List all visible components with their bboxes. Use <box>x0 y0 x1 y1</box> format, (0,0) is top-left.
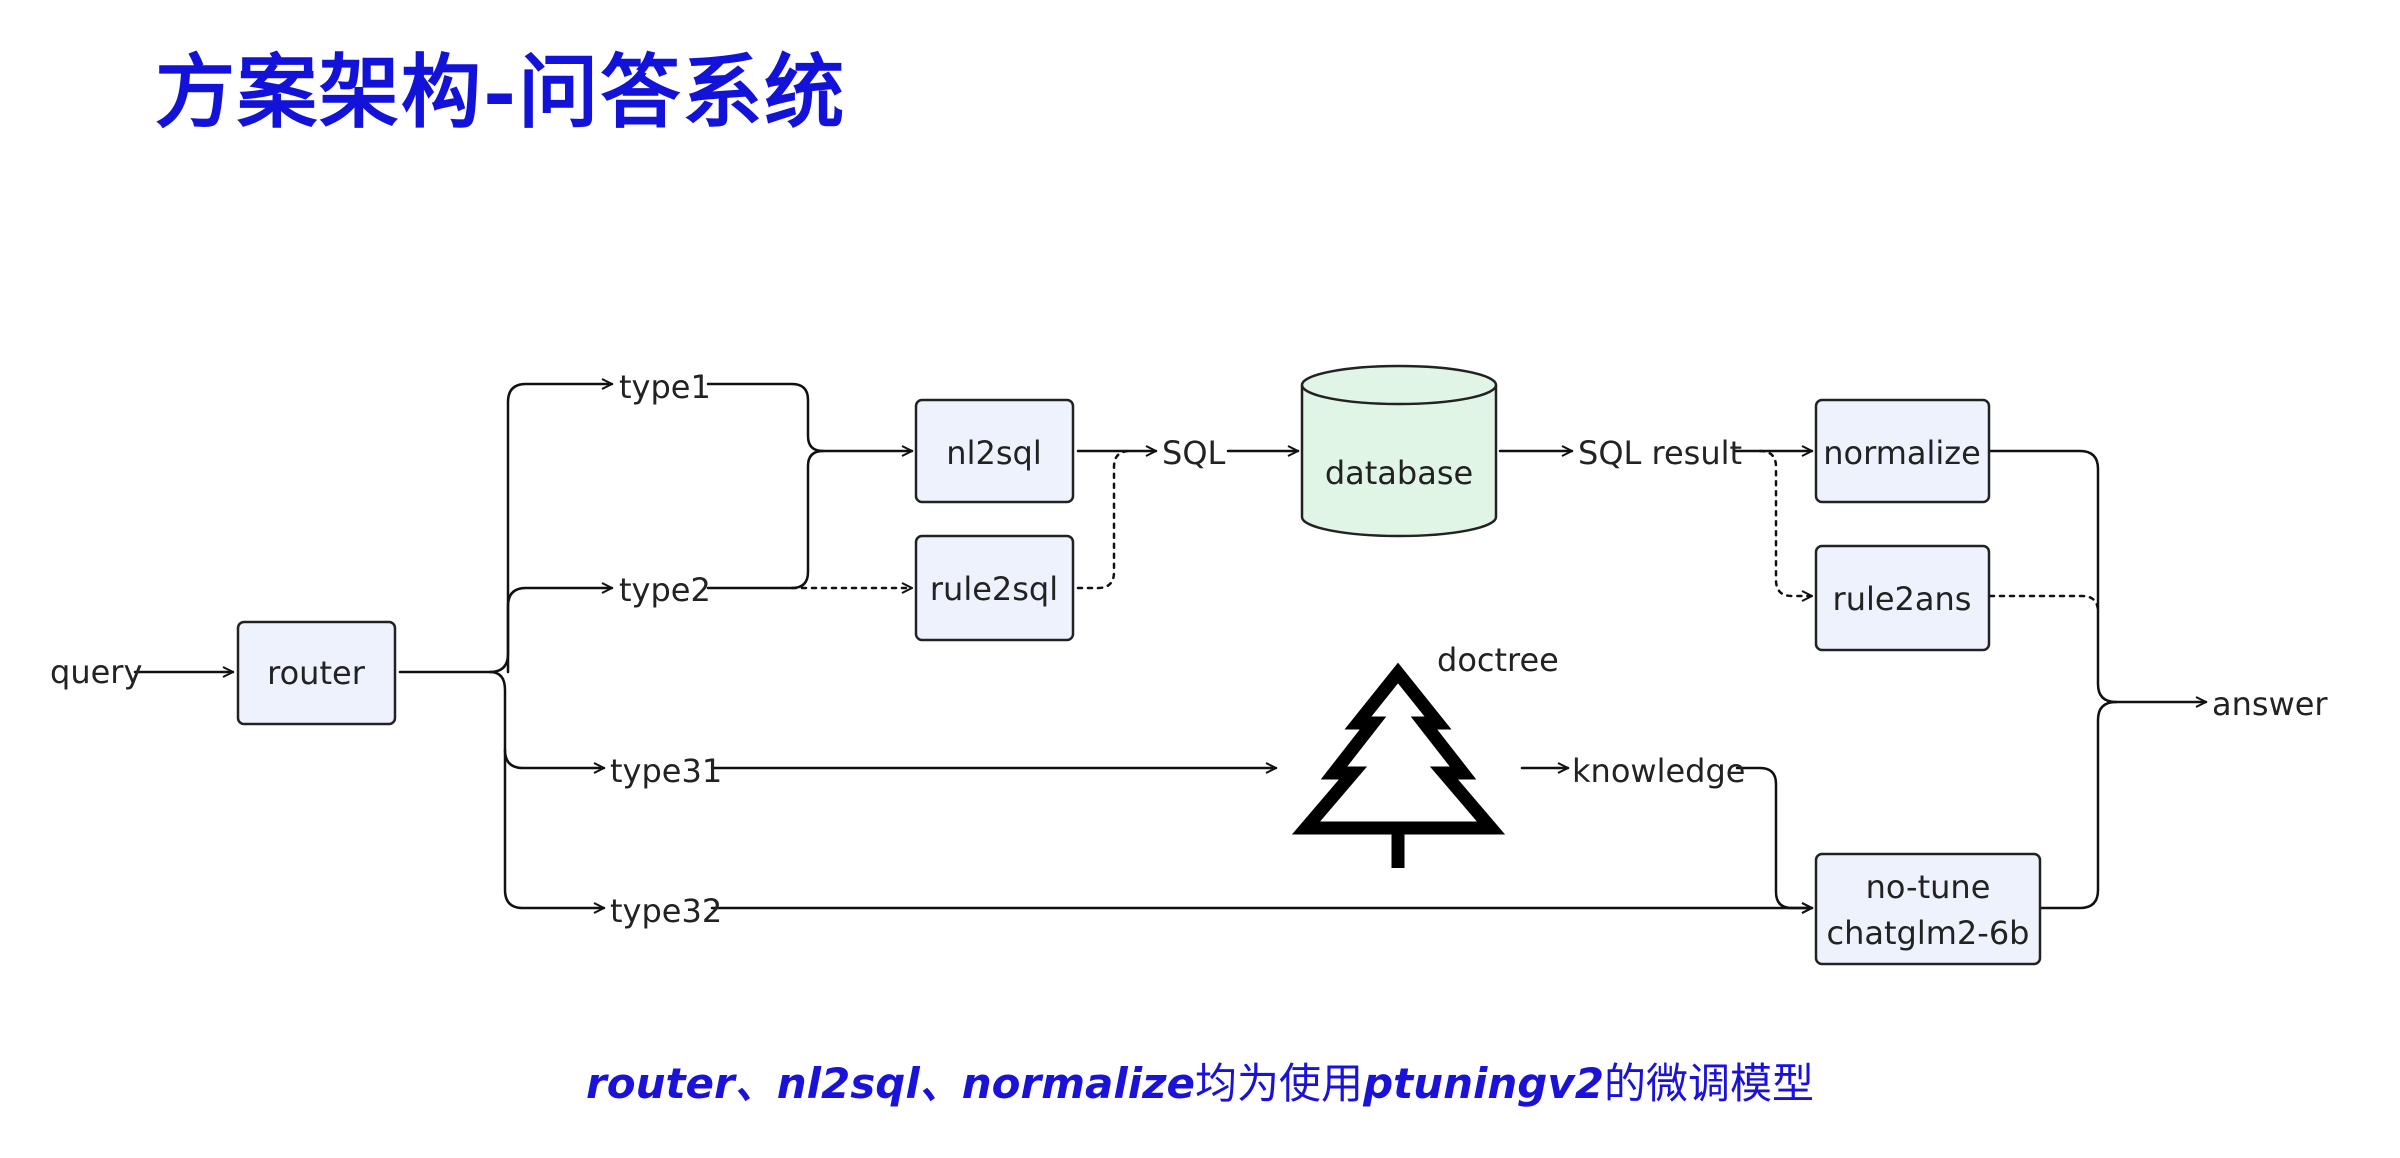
edge-type1-nl2sql <box>706 382 914 451</box>
database-cylinder <box>1300 364 1498 538</box>
knowledge-label: knowledge <box>1572 752 1745 790</box>
answer-label: answer <box>2212 685 2328 723</box>
edge-normalize-answer <box>1988 449 2118 704</box>
sql-result-label: SQL result <box>1578 434 1742 472</box>
page-title: 方案架构-问答系统 <box>155 45 847 139</box>
router-label: router <box>267 654 366 692</box>
no-tune-label-line1: no-tune <box>1866 868 1991 906</box>
edge-rule2sql-sql <box>1076 449 1132 590</box>
no-tune-label-line2: chatglm2-6b <box>1827 914 2030 952</box>
query-label: query <box>50 653 142 691</box>
footnote-caption: router、nl2sql、normalize均为使用ptuningv2的微调模… <box>0 1050 2400 1111</box>
edge-router-type2 <box>506 588 614 674</box>
edge-router-type31 <box>488 670 606 768</box>
rule2sql-box <box>914 534 1075 642</box>
edge-router-type1 <box>398 384 614 674</box>
doctree-label: doctree <box>1437 641 1559 679</box>
rule2ans-label: rule2ans <box>1833 580 1972 618</box>
nl2sql-label: nl2sql <box>946 434 1041 472</box>
edge-type2-nl2sql <box>706 449 825 590</box>
caption-models: router、nl2sql、normalize <box>586 1059 1196 1108</box>
caption-text-2: 的微调模型 <box>1603 1059 1814 1108</box>
caption-method: ptuningv2 <box>1363 1059 1604 1108</box>
edge-knowledge-notune <box>1735 766 1814 908</box>
edge-notune-answer <box>2038 700 2118 910</box>
edge-sqlresult-rule2ans <box>1758 449 1814 596</box>
tree-icon <box>1291 662 1506 868</box>
type32-label: type32 <box>610 892 722 930</box>
type2-label: type2 <box>619 571 711 609</box>
no-tune-box <box>1814 852 2042 966</box>
router-box <box>236 620 397 726</box>
sql-label: SQL <box>1162 434 1226 472</box>
normalize-label: normalize <box>1823 434 1981 472</box>
rule2sql-label: rule2sql <box>930 570 1058 608</box>
caption-text-1: 均为使用 <box>1195 1059 1364 1108</box>
database-label: database <box>1325 454 1473 492</box>
nl2sql-box <box>914 398 1075 504</box>
rule2ans-box <box>1814 544 1991 652</box>
edge-router-type32 <box>503 748 606 908</box>
edge-rule2ans-answer <box>1988 594 2100 614</box>
normalize-box <box>1814 398 1991 504</box>
type1-label: type1 <box>619 368 711 406</box>
type31-label: type31 <box>610 752 722 790</box>
